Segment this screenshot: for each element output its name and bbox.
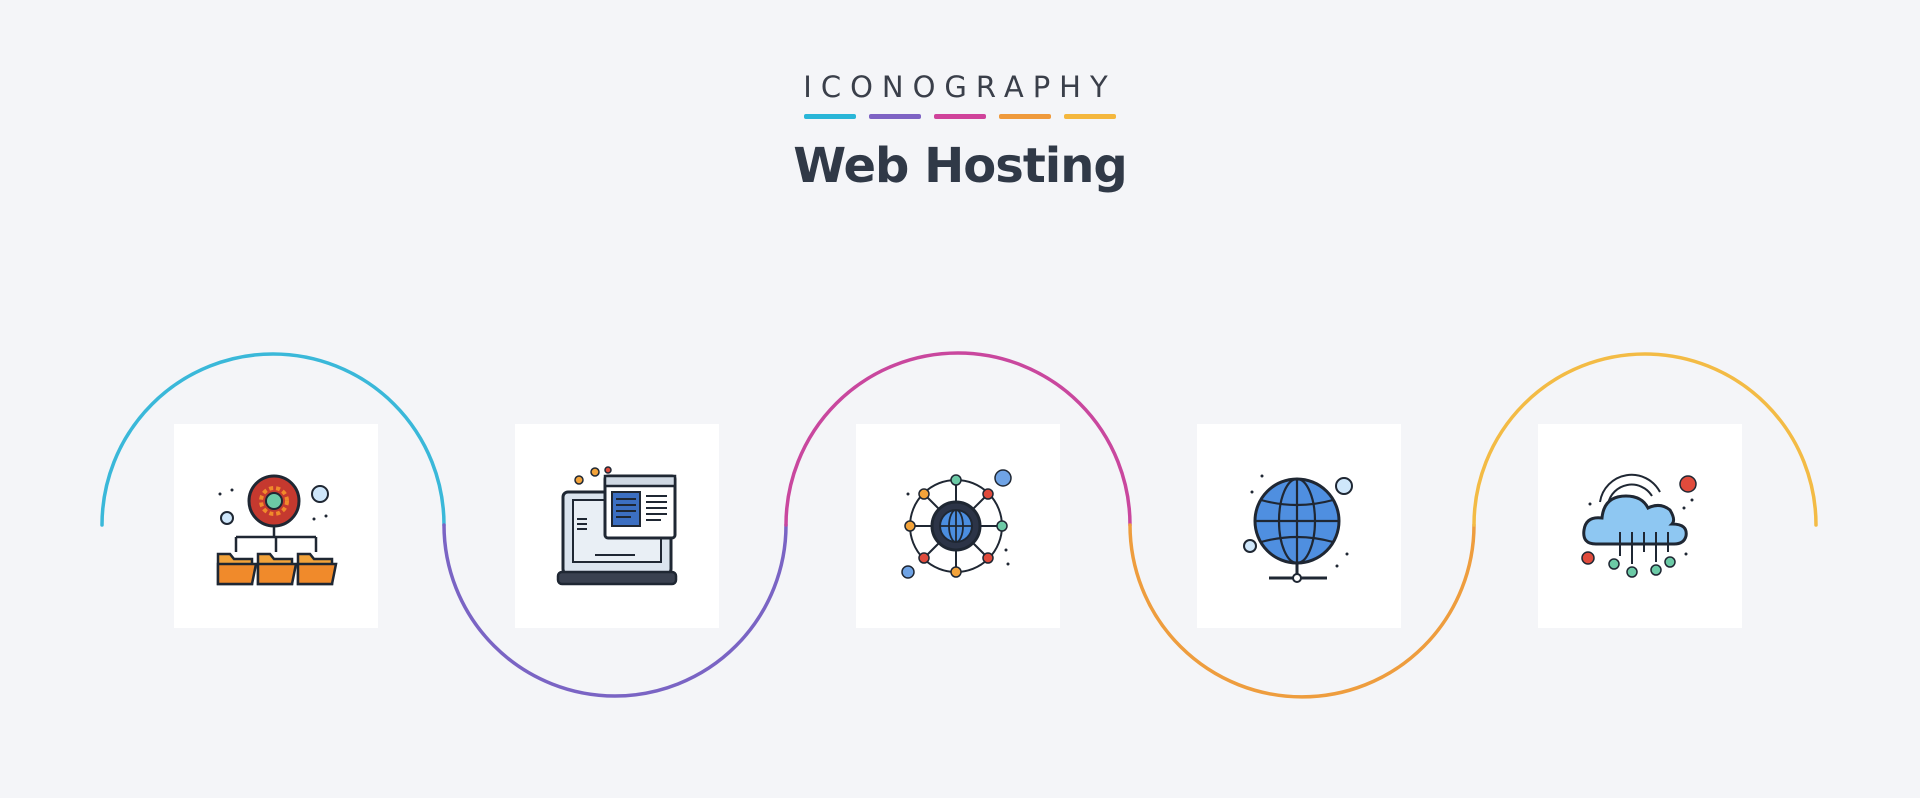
wave-arc-1	[100, 352, 446, 527]
wave-arc-5	[1472, 352, 1818, 527]
wave-arc-4	[1128, 523, 1476, 699]
brand-bar	[1064, 114, 1116, 119]
icon-tile-2	[515, 424, 719, 628]
icon-tile-3	[856, 424, 1060, 628]
cloud-network-icon	[1581, 473, 1697, 578]
brand-bar	[999, 114, 1051, 119]
wave-arc-2	[442, 523, 788, 698]
icon-tile-4	[1197, 424, 1401, 628]
page-title: Web Hosting	[793, 138, 1128, 194]
brand-bar	[869, 114, 921, 119]
icon-tile-1	[174, 424, 378, 628]
brand-color-bars	[804, 114, 1116, 120]
brand-bar	[804, 114, 856, 119]
brand-bar	[934, 114, 986, 119]
folder-network-settings-icon	[216, 474, 338, 586]
brand-label: ICONOGRAPHY	[803, 70, 1117, 104]
laptop-webpage-icon	[556, 466, 678, 586]
globe-server-icon	[1243, 474, 1353, 583]
icon-tile-5	[1538, 424, 1742, 628]
global-network-icon	[901, 469, 1012, 579]
wave-arc-3	[784, 351, 1132, 527]
